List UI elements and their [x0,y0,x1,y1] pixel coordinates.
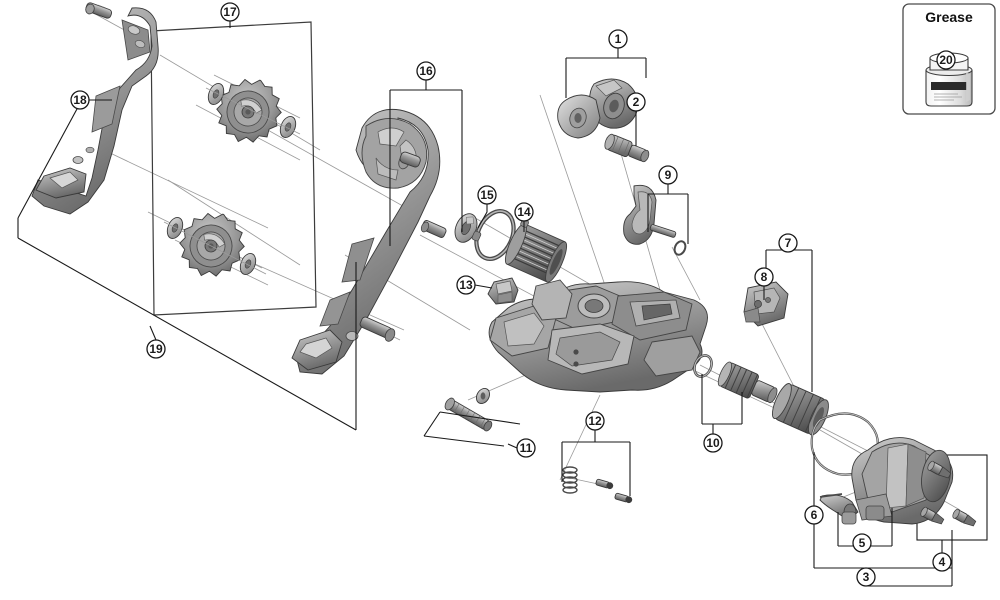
svg-text:8: 8 [761,270,768,284]
callout-bubbles: 1 2 3 4 5 6 7 8 [70,2,956,587]
part-coil-spring [504,218,568,283]
part-motor-unit [851,437,954,525]
part-inner-cage-plate [291,108,441,375]
callout-4[interactable]: 4 [932,552,952,572]
callout-11[interactable]: 11 [516,438,536,458]
part-cage-stop-pin [420,220,447,238]
callout-20[interactable]: 20 [936,50,956,70]
svg-text:18: 18 [73,93,87,107]
svg-text:20: 20 [939,53,953,67]
callout-3[interactable]: 3 [856,567,876,587]
callout-5[interactable]: 5 [852,533,872,553]
part-lower-pulley-assembly [163,212,267,277]
part-motor-cap [771,383,829,436]
svg-text:15: 15 [480,188,494,202]
part-o-ring [693,354,713,378]
svg-text:7: 7 [785,236,792,250]
svg-text:19: 19 [149,342,163,356]
part-pin-a [595,478,614,490]
pulley-washer-right [239,253,257,275]
svg-text:17: 17 [223,5,237,19]
svg-text:5: 5 [859,536,866,550]
part-upper-pulley-assembly [205,78,301,143]
part-hook-clip [673,240,687,256]
part-fixing-screw-b [920,506,945,525]
part-spring-coil-small [562,466,578,494]
leader-lines [17,21,953,587]
part-cable-lead [819,493,859,525]
part-pin-b [614,492,633,504]
svg-text:13: 13 [459,278,473,292]
svg-text:16: 16 [419,64,433,78]
part-fixing-screw-c [952,508,977,527]
svg-text:4: 4 [939,555,946,569]
svg-text:10: 10 [706,436,720,450]
svg-text:3: 3 [863,570,870,584]
callout-10[interactable]: 10 [703,433,723,453]
part-outer-cage-plate [31,7,159,215]
callout-9[interactable]: 9 [658,165,678,185]
callout-17[interactable]: 17 [220,2,240,22]
svg-text:12: 12 [588,414,602,428]
callout-12[interactable]: 12 [585,411,605,431]
callout-15[interactable]: 15 [477,185,497,205]
svg-text:11: 11 [520,441,533,455]
part-cage-pivot-bolt-upper [85,2,113,19]
part-ribbed-sleeve [717,361,778,404]
svg-text:9: 9 [665,168,672,182]
callout-1[interactable]: 1 [608,29,628,49]
callout-19[interactable]: 19 [146,339,166,359]
callout-16[interactable]: 16 [416,61,436,81]
svg-text:6: 6 [811,508,818,522]
callout-14[interactable]: 14 [514,202,534,222]
callout-18[interactable]: 18 [70,90,90,110]
part-cage-fixing-bolt [359,316,396,342]
part-bracket-assembly [557,78,639,139]
part-fixing-screw-a [927,460,952,479]
part-adjuster-block [743,281,789,327]
part-mounting-bolt [604,133,650,163]
svg-text:2: 2 [633,95,640,109]
part-pivot-bolt [444,388,493,432]
callout-7[interactable]: 7 [778,233,798,253]
grease-label: Grease [925,9,973,25]
pulley-washer-right [279,116,297,138]
callout-8[interactable]: 8 [754,267,774,287]
callout-6[interactable]: 6 [804,505,824,525]
part-stopper-block [487,277,519,305]
svg-text:1: 1 [615,32,622,46]
svg-text:14: 14 [517,205,531,219]
callout-13[interactable]: 13 [456,275,476,295]
part-main-body-housing [488,279,708,393]
callout-2[interactable]: 2 [626,92,646,112]
group-box-pulley-set [150,21,317,316]
